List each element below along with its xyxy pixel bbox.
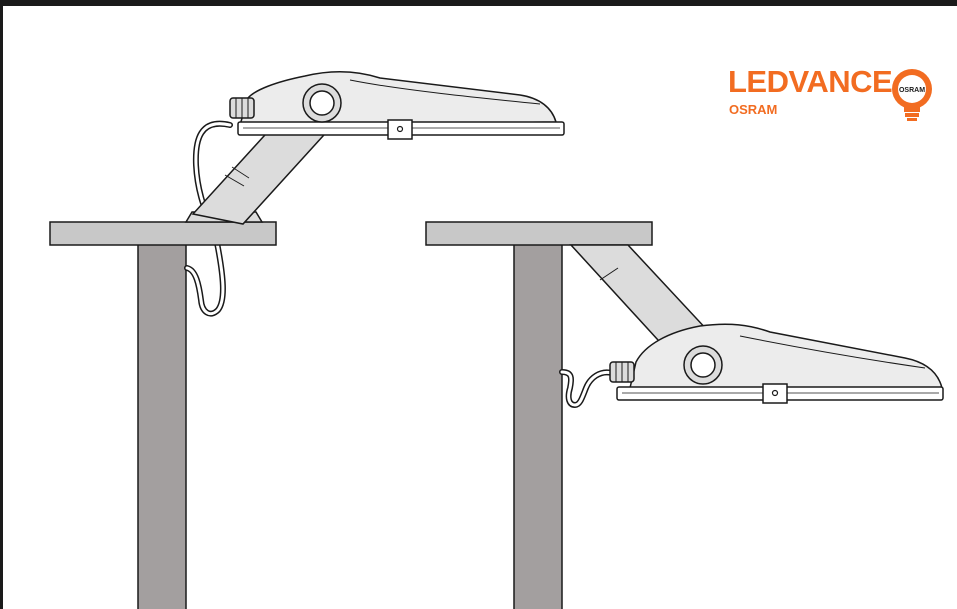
logo-brand: LEDVANCE xyxy=(728,64,893,99)
left-tabletop xyxy=(49,221,277,246)
bulb-text: OSRAM xyxy=(899,87,925,94)
top-border xyxy=(0,0,957,6)
right-cable-gland xyxy=(609,361,635,383)
left-clamp-screw-icon xyxy=(396,125,404,133)
left-rail-clamp xyxy=(387,119,413,140)
logo-sub-brand: OSRAM xyxy=(729,102,778,117)
left-table-assembly xyxy=(49,70,565,609)
osram-bulb-icon: OSRAM xyxy=(892,69,932,121)
right-table-assembly xyxy=(425,221,944,609)
left-border xyxy=(0,6,3,609)
right-tabletop xyxy=(425,221,653,246)
left-cable-gland xyxy=(229,97,255,119)
left-lamp-housing xyxy=(238,70,557,126)
right-rail-clamp xyxy=(762,383,788,404)
left-table-leg xyxy=(137,242,187,609)
right-table-leg xyxy=(513,242,563,609)
ledvance-logo: LEDVANCE OSRAM OSRAM xyxy=(728,66,938,126)
right-lamp-housing xyxy=(629,323,943,391)
right-clamp-screw-icon xyxy=(771,389,779,397)
